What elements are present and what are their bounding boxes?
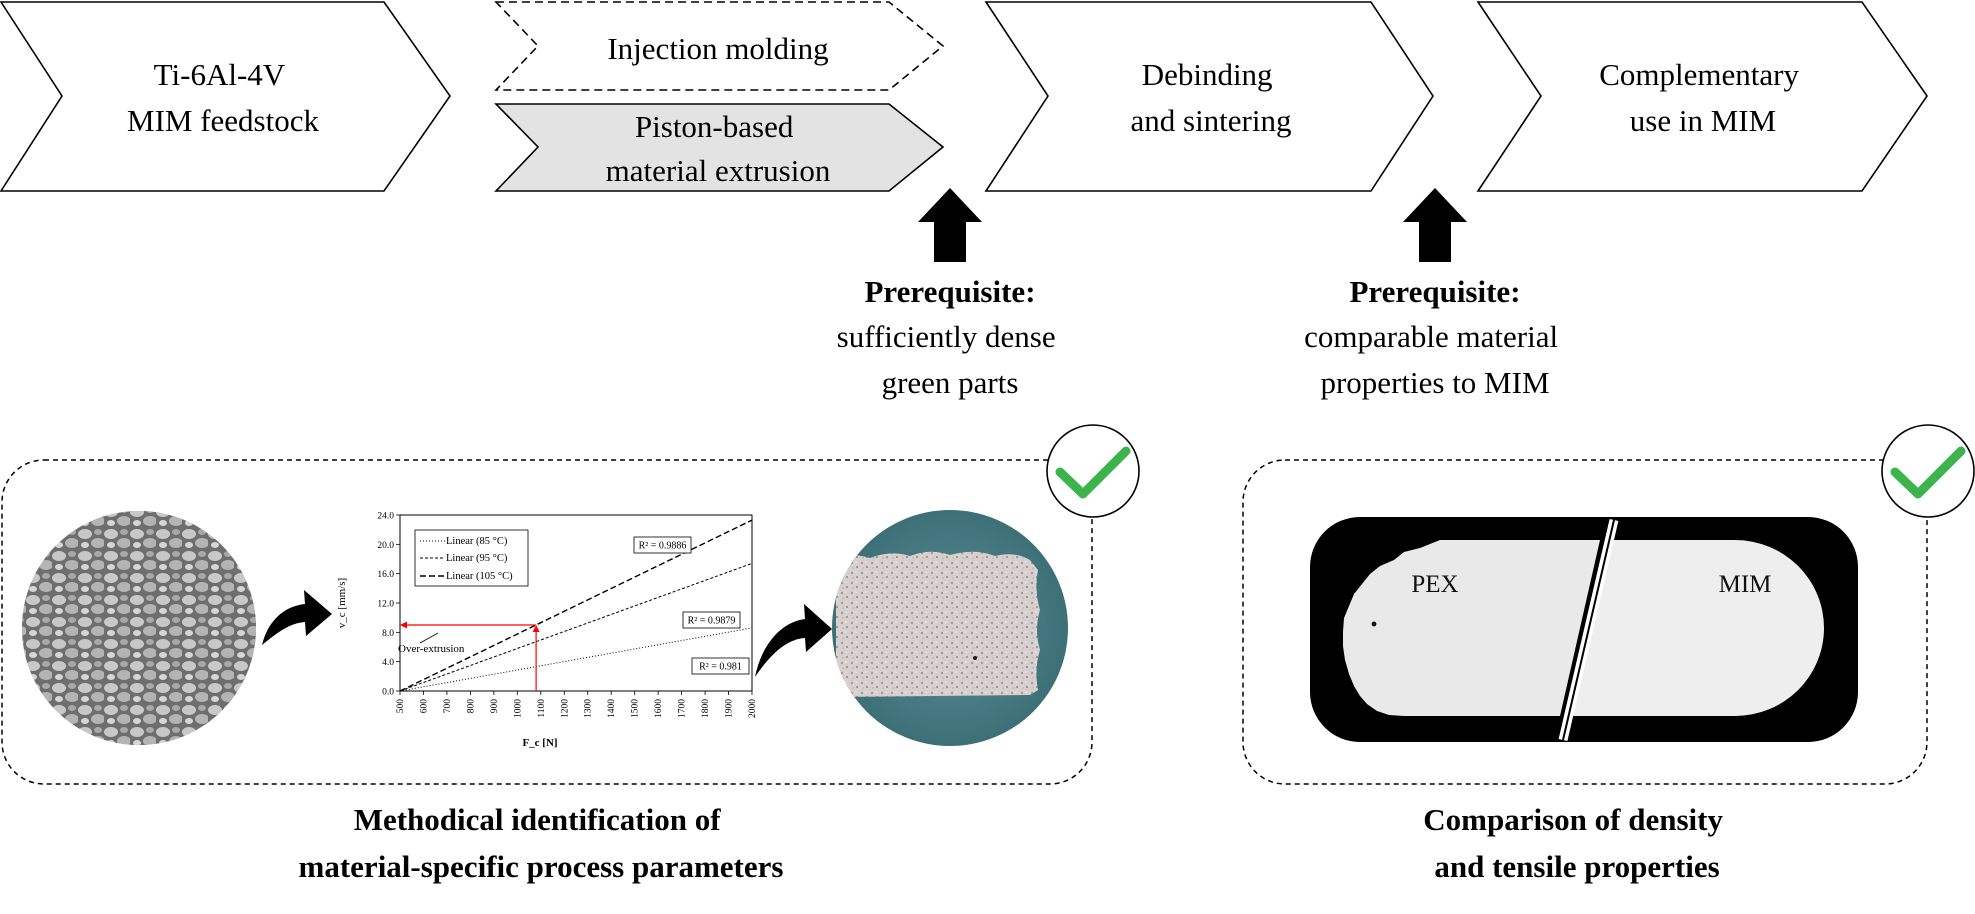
r2-label-box [633, 536, 692, 554]
y-tick-label: 12.0 [377, 600, 394, 610]
prerequisite-text: sufficiently dense green parts [837, 319, 1064, 400]
y-tick-label: 0.0 [382, 688, 394, 698]
x-tick-label: 1100 [537, 699, 547, 718]
red-up-arrowhead [532, 625, 540, 632]
y-tick-label: 20.0 [377, 541, 394, 551]
x-tick-label: 700 [443, 699, 453, 714]
extrusion-speed-force-chart: 500 600 700 800 900 1000 1100 1200 1300 1400 1500 1… [336, 512, 758, 750]
x-tick-label: 600 [419, 699, 429, 714]
step-injection-molding: Injection molding [494, 1, 945, 91]
x-tick-label: 1400 [607, 699, 617, 718]
x-axis-ticks: 500 600 700 800 900 1000 1100 1200 1300 1400 1500 1… [396, 691, 758, 718]
legend-label: Linear (95 °C) [446, 553, 508, 564]
prerequisite-green-parts: Prerequisite: sufficiently dense green p… [837, 274, 1064, 400]
step-feedstock-label: Ti-6Al-4V MIM feedstock [127, 57, 319, 138]
curved-right-arrow-icon [262, 590, 332, 645]
step-injection-label: Injection molding [607, 31, 828, 66]
chart-legend: Linear (85 °C) Linear (95 °C) Linear (10… [414, 529, 529, 587]
y-tick-label: 16.0 [377, 570, 394, 580]
caption-density-tensile: Comparison of density and tensile proper… [1423, 802, 1730, 884]
check-mark-icon [1881, 424, 1975, 518]
prerequisite-text: comparable material properties to MIM [1304, 319, 1566, 400]
x-tick-label: 800 [466, 699, 476, 714]
r2-label: R² = 0.9886 [639, 541, 687, 552]
x-tick-label: 1800 [701, 699, 711, 718]
step-debinding-sintering: Debinding and sintering [984, 1, 1434, 192]
over-extrusion-label: Over-extrusion [398, 643, 465, 655]
legend-label: Linear (105 °C) [446, 571, 513, 582]
panel-process-parameters [1, 424, 1140, 785]
dashed-panel-border [1, 459, 1093, 785]
x-tick-label: 1500 [631, 699, 641, 718]
specimen-label-mim: MIM [1719, 571, 1772, 598]
r2-label: R² = 0.981 [699, 662, 742, 673]
red-left-arrowhead [400, 621, 407, 629]
prerequisite-title: Prerequisite: [864, 274, 1035, 309]
step-extrusion-label: Piston-based material extrusion [606, 109, 831, 188]
x-tick-label: 2000 [748, 699, 758, 718]
y-tick-label: 24.0 [377, 512, 394, 522]
prerequisite-title: Prerequisite: [1349, 274, 1520, 309]
block-up-arrow-icon [1403, 188, 1467, 262]
check-mark-icon [1046, 424, 1140, 518]
r2-labels: R² = 0.981 R² = 0.9879 R² = 0.9886 [633, 536, 750, 675]
over-extrusion-guide [400, 621, 540, 691]
x-tick-label: 1600 [654, 699, 664, 718]
feedstock-pellets-image [22, 511, 256, 745]
series-line [399, 562, 753, 692]
x-tick-label: 1300 [584, 699, 594, 718]
r2-label-box [691, 657, 750, 675]
step-feedstock: Ti-6Al-4V MIM feedstock [0, 1, 451, 192]
x-tick-label: 900 [490, 699, 500, 714]
y-axis-ticks: 0.0 4.0 8.0 12.0 16.0 20.0 24.0 [377, 512, 400, 698]
step-complementary-use: Complementary use in MIM [1476, 1, 1928, 192]
curved-right-arrow-icon [755, 604, 832, 677]
step-material-extrusion: Piston-based material extrusion [494, 103, 945, 192]
x-axis-title: F_c [N] [522, 737, 557, 749]
step-sintering-label: Debinding and sintering [1131, 57, 1292, 138]
specimen-cross-section-image: PEX MIM [1310, 517, 1858, 742]
block-up-arrow-icon [918, 188, 982, 262]
x-tick-label: 500 [396, 699, 406, 714]
x-tick-label: 1200 [560, 699, 570, 718]
x-tick-label: 1700 [678, 699, 688, 718]
over-extrusion-pointer [419, 632, 439, 644]
x-tick-label: 1900 [725, 699, 735, 718]
prerequisite-material-properties: Prerequisite: comparable material proper… [1304, 274, 1566, 400]
step-complementary-label: Complementary use in MIM [1599, 57, 1806, 138]
green-part-micrograph-image [832, 510, 1068, 746]
chart-series [399, 519, 753, 692]
caption-process-parameters: Methodical identification of material-sp… [299, 802, 784, 884]
r2-label-box [682, 611, 741, 629]
panel-material-comparison: PEX MIM [1242, 424, 1975, 785]
y-tick-label: 8.0 [382, 629, 394, 639]
legend-label: Linear (85 °C) [446, 536, 508, 547]
y-tick-label: 4.0 [382, 658, 394, 668]
r2-label: R² = 0.9879 [688, 616, 736, 627]
y-axis-title: v_c [mm/s] [336, 578, 348, 628]
specimen-label-pex: PEX [1411, 571, 1458, 598]
series-line [399, 519, 753, 692]
dashed-panel-border [1242, 459, 1928, 785]
x-tick-label: 1000 [513, 699, 523, 718]
